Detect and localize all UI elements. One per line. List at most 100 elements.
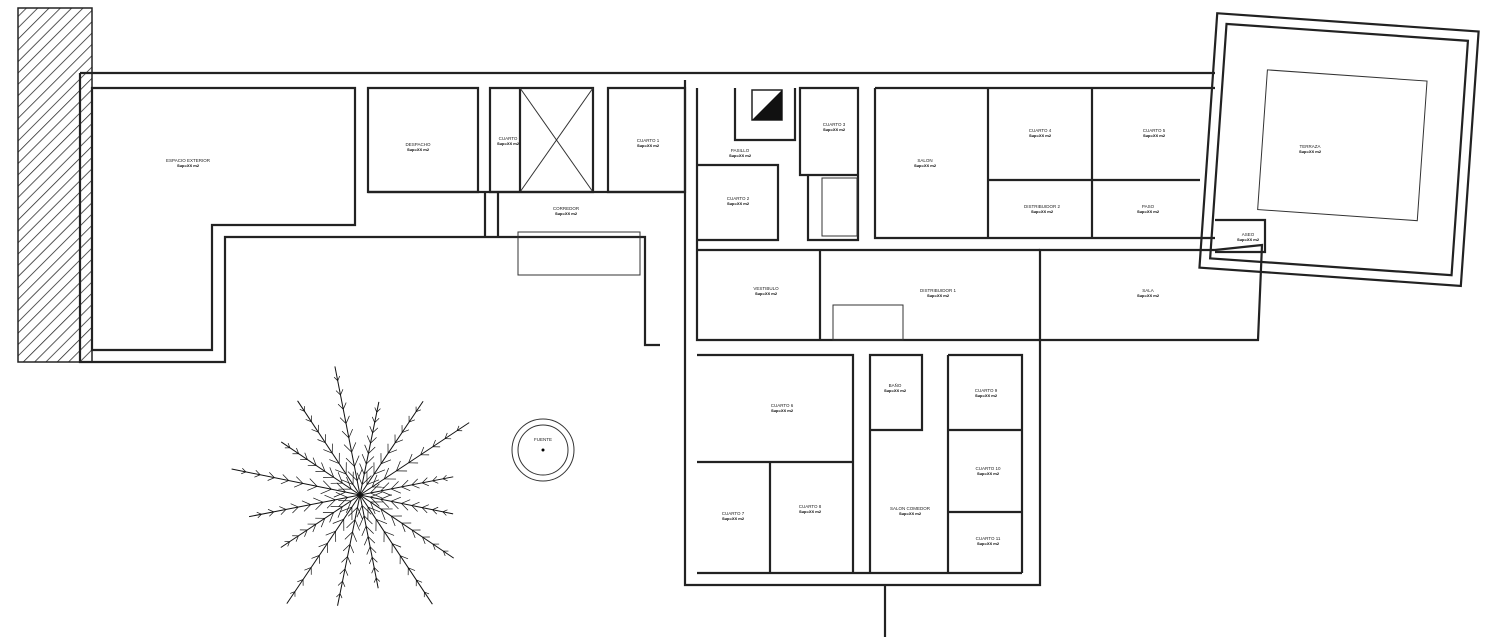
tree-leaf [294, 483, 304, 488]
tree-symbol [231, 366, 470, 606]
tree-leaf [371, 567, 375, 574]
tree-leaf [333, 376, 338, 381]
room-name: ASEO [1242, 232, 1255, 237]
tree-leaf [329, 459, 340, 464]
tree-leaf [411, 484, 420, 489]
tree-leaf [396, 460, 401, 472]
tree-leaf [329, 467, 335, 478]
tree-branch [359, 400, 424, 496]
tree-leaf [282, 474, 289, 481]
tree-leaf [242, 467, 247, 473]
tree-leaf [373, 577, 377, 583]
tree-leaf [340, 389, 344, 396]
tree-leaf [370, 501, 376, 515]
room-name: CUARTO 3 [823, 122, 846, 127]
tree-leaf [338, 497, 348, 507]
tree-leaf [387, 449, 398, 454]
tree-leaf [432, 480, 439, 484]
tree-leaf [375, 577, 381, 582]
room-name: CUARTO 7 [722, 511, 745, 516]
tree-leaf [380, 494, 392, 500]
tree-leaf [336, 593, 341, 598]
tree-leaf [303, 504, 311, 512]
tree-leaf [370, 492, 383, 499]
tree-leaf [357, 507, 363, 520]
tree-leaf [432, 509, 438, 515]
room-name: PASO [1142, 204, 1155, 209]
tree-leaf [371, 416, 376, 423]
tree-leaf [320, 518, 326, 528]
tree-leaf [333, 491, 346, 498]
tree-leaf [401, 503, 409, 511]
tree-leaf [339, 417, 347, 424]
tree-leaf [422, 482, 430, 487]
room-area: Sup=XX m2 [1137, 209, 1160, 214]
room-name: CUARTO 11 [976, 536, 1001, 541]
tree-leaf [254, 474, 261, 478]
tree-leaf [401, 522, 406, 533]
room-name: CUARTO 4 [1029, 128, 1052, 133]
room-name: CUARTO 5 [1143, 128, 1166, 133]
tree-leaf [255, 470, 261, 476]
room-name: DISTRIBUIDOR 1 [920, 288, 957, 293]
tree-leaf [369, 426, 373, 434]
room-name: CUARTO [499, 136, 518, 141]
tree-leaf [374, 417, 380, 423]
room-name: BAÑO [889, 382, 902, 388]
room-name: ESPACIO EXTERIOR [166, 158, 211, 163]
tree-leaf [421, 504, 429, 508]
tree-branch [280, 494, 361, 548]
tree-leaf [351, 442, 357, 453]
tree-leaf [305, 419, 312, 423]
tree-branch [280, 441, 361, 496]
tree-leaf [335, 491, 348, 498]
room-name: TERRAZA [1299, 144, 1320, 149]
tree-leaf [342, 402, 347, 410]
tree-leaf [354, 455, 360, 467]
tree-leaf [361, 525, 367, 537]
tree-leaf [324, 494, 336, 501]
tree-leaf [269, 511, 274, 517]
tree-leaf [367, 536, 376, 544]
tree-leaf [317, 439, 326, 443]
tree-branch [359, 422, 470, 496]
tree-leaf [339, 593, 343, 599]
tree-leaf [329, 512, 334, 523]
tree-leaf [344, 568, 349, 576]
tree-leaf [367, 506, 381, 513]
room-area: Sup=XX m2 [1299, 149, 1322, 154]
tree-leaf [241, 471, 247, 475]
tree-leaf [267, 509, 274, 513]
tree-leaf [421, 477, 428, 484]
tree-leaf [307, 486, 318, 491]
tree-leaf [356, 468, 363, 481]
tree-leaf [347, 471, 358, 481]
tree-leaf [345, 415, 350, 424]
room-name: CUARTO 2 [727, 196, 750, 201]
tree-leaf [301, 500, 311, 505]
tree-leaf [315, 501, 324, 511]
tree-leaf [349, 544, 355, 554]
room-area: Sup=XX m2 [722, 516, 745, 521]
room-area: Sup=XX m2 [1137, 293, 1160, 298]
tree-leaf [332, 518, 344, 524]
tree-branch [231, 468, 361, 496]
walls [78, 71, 1267, 637]
tree-leaf [442, 550, 446, 556]
tree-leaf [373, 469, 386, 475]
tree-leaf [401, 479, 409, 488]
tree-leaf [380, 490, 392, 496]
room-name: CUARTO 10 [975, 466, 1001, 471]
tree-leaf [371, 556, 378, 563]
tree-leaf [359, 515, 365, 527]
